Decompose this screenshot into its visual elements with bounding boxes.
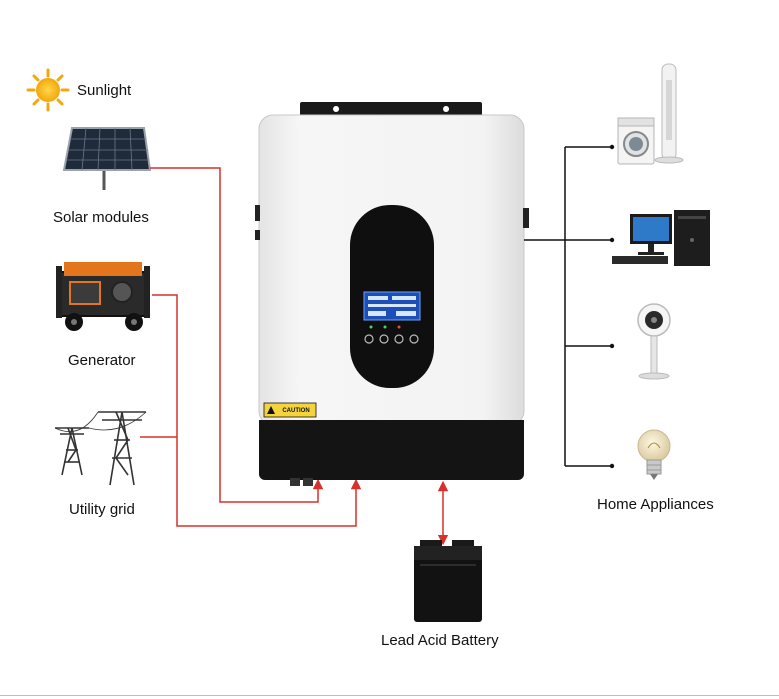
lead-acid-battery-label: Lead Acid Battery bbox=[381, 632, 499, 649]
generator-label: Generator bbox=[68, 352, 136, 369]
generator-wire bbox=[152, 294, 362, 527]
light-bulb-icon bbox=[637, 429, 671, 480]
desktop-computer-icon bbox=[612, 210, 710, 266]
inverter-unit bbox=[255, 102, 529, 486]
solar-wire bbox=[150, 167, 324, 503]
power-tower-icon bbox=[54, 411, 147, 486]
caution-label: CAUTION bbox=[282, 408, 309, 414]
sunlight-label: Sunlight bbox=[77, 82, 132, 99]
battery-icon bbox=[414, 540, 482, 622]
tower-fan-icon bbox=[654, 63, 684, 164]
home-appliances-label: Home Appliances bbox=[597, 496, 714, 513]
generator-icon bbox=[56, 262, 150, 331]
pedestal-fan-icon bbox=[637, 303, 671, 380]
utility-grid-label: Utility grid bbox=[69, 501, 135, 518]
solar-panel-icon bbox=[62, 127, 152, 190]
sun-icon bbox=[26, 68, 70, 112]
solar-modules-label: Solar modules bbox=[53, 209, 149, 226]
load-wire bbox=[524, 146, 612, 467]
washing-machine-icon bbox=[617, 117, 655, 165]
load-wire-dots bbox=[609, 144, 615, 469]
bottom-border bbox=[0, 695, 779, 696]
